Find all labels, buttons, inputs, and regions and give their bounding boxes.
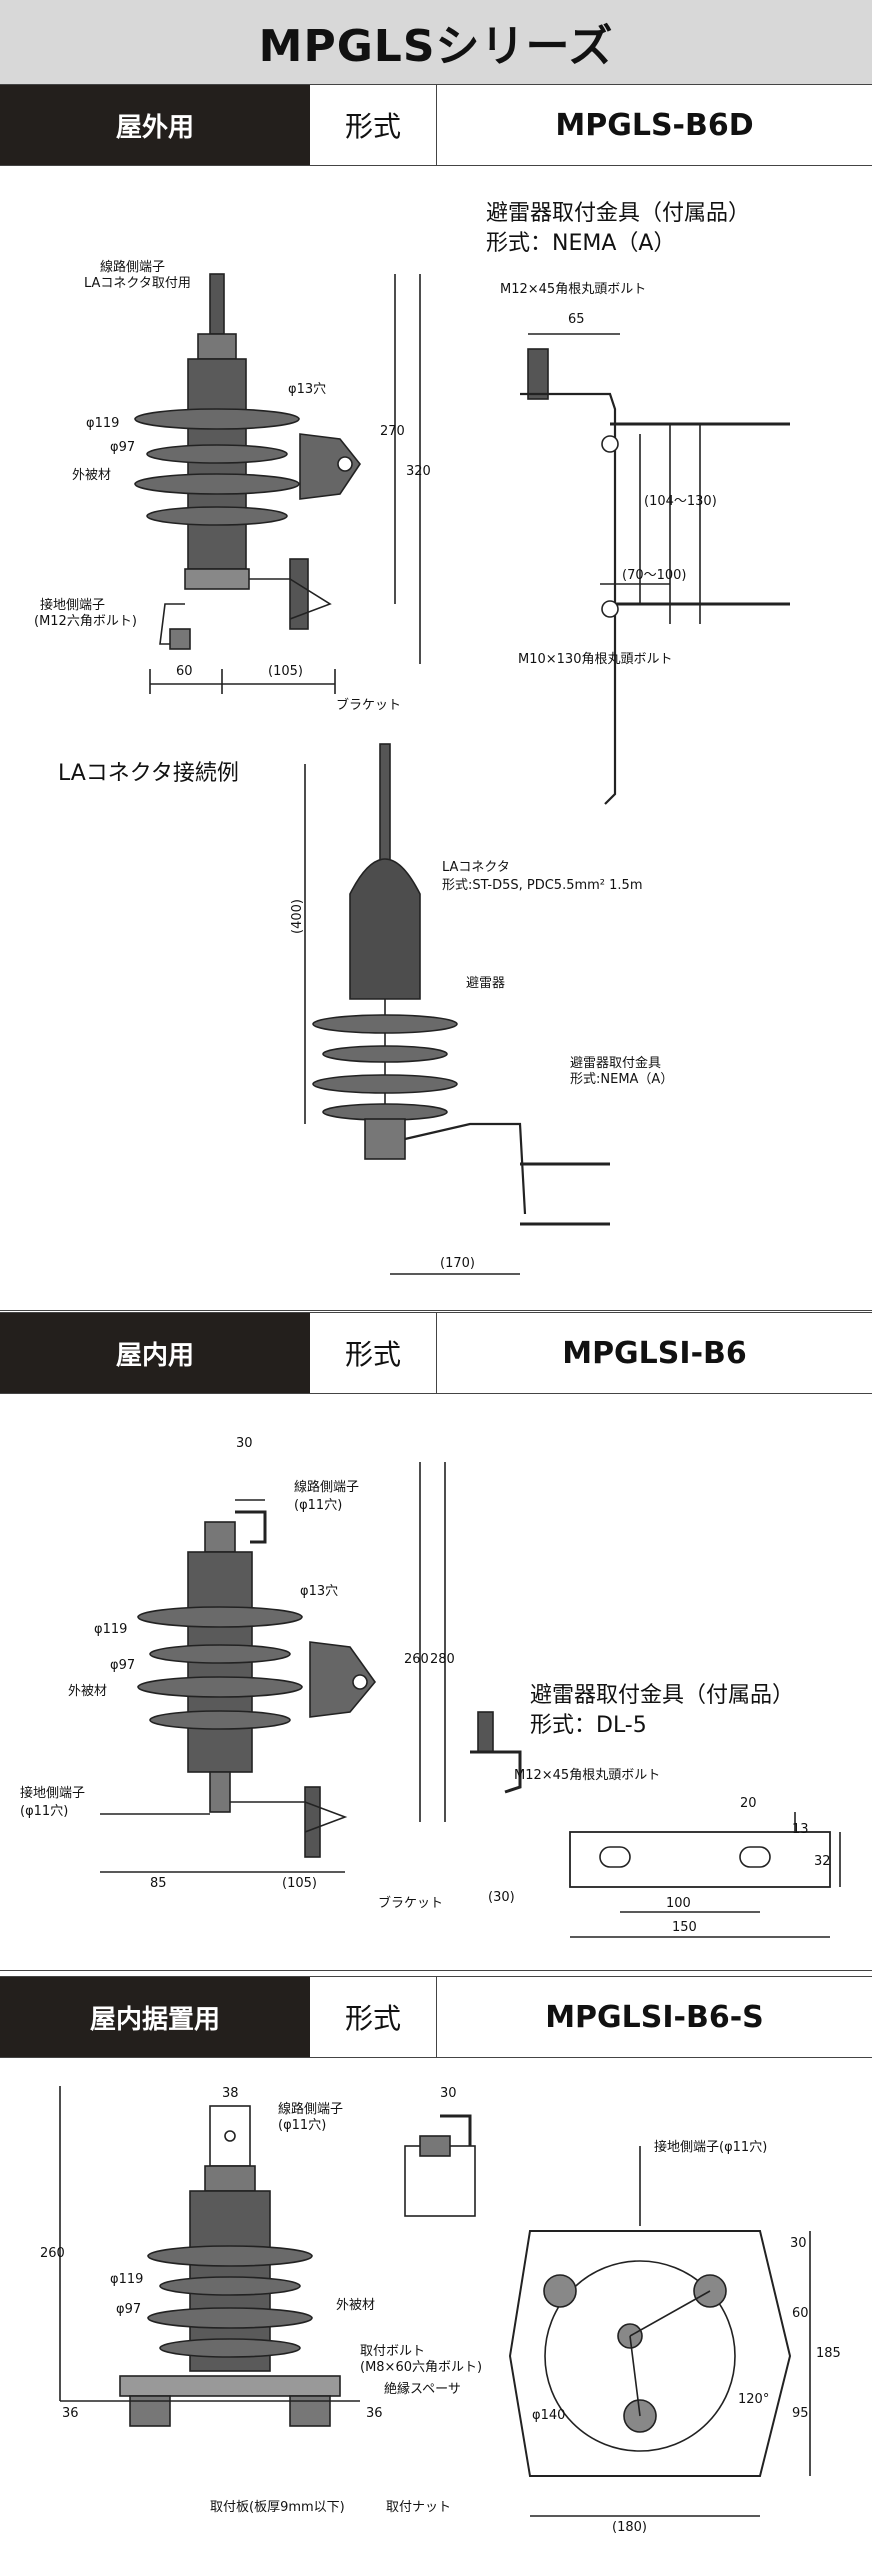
dl5-fitting-title: 避雷器取付金具（付属品） (530, 1683, 795, 1708)
dim-185: 185 (816, 2346, 841, 2361)
dim-60: 60 (176, 664, 193, 679)
dim-20: 20 (740, 1796, 757, 1811)
category-label: 屋外用 (0, 85, 310, 165)
dim-30: 30 (236, 1436, 253, 1451)
la-connector-mount-label: LAコネクタ取付用 (84, 276, 191, 291)
plate-label: 取付板(板厚9mm以下) (210, 2500, 345, 2515)
dim-65: 65 (568, 312, 585, 327)
title-bar: MPGLSシリーズ (0, 0, 872, 85)
dim-270: 270 (380, 424, 405, 439)
page-title: MPGLSシリーズ (258, 21, 614, 72)
indoor-panel: 30 線路側端子 (φ11穴) φ13穴 φ119 φ97 外被材 接地側端子 … (0, 1392, 872, 1971)
outdoor-panel: 線路側端子 LAコネクタ取付用 φ13穴 φ119 φ97 外被材 接地側端子 … (0, 164, 872, 1311)
dim-95: 95 (792, 2406, 809, 2421)
dim-32: 32 (814, 1854, 831, 1869)
dim-320: 320 (406, 464, 431, 479)
nema-fitting-form: 形式：NEMA（A） (486, 231, 676, 256)
indoor-drawing (100, 1462, 841, 1938)
d97-label: φ97 (110, 440, 136, 455)
la-connector-label: LAコネクタ (442, 860, 510, 875)
fitting2-label: 避雷器取付金具 (570, 1056, 662, 1071)
line-terminal-label: 線路側端子 (100, 260, 166, 275)
sheath-label: 外被材 (336, 2298, 376, 2313)
category-label: 屋内据置用 (0, 1977, 310, 2057)
dim-85: 85 (150, 1876, 167, 1891)
dim-180: (180) (612, 2520, 647, 2535)
d119-label: φ119 (110, 2272, 144, 2287)
d97-label: φ97 (116, 2302, 142, 2317)
spacer-label: 絶縁スペーサ (384, 2382, 461, 2397)
fitting2-form-label: 形式:NEMA（A） (570, 1072, 674, 1087)
ground-terminal-label: 接地側端子(φ11穴) (654, 2140, 768, 2155)
dim-60: 60 (792, 2306, 809, 2321)
dim-30b: (30) (488, 1890, 515, 1905)
dim-100: 100 (666, 1896, 691, 1911)
la-example-title: LAコネクタ接続例 (58, 761, 239, 786)
line-hole-label: (φ11穴) (294, 1498, 343, 1513)
sheath-label: 外被材 (68, 1684, 108, 1699)
d119-label: φ119 (86, 416, 120, 431)
dim-280: 280 (430, 1652, 455, 1667)
dim-36a: 36 (62, 2406, 79, 2421)
line-terminal-shape (209, 273, 225, 335)
bolt-m10-label: M10×130角根丸頭ボルト (518, 652, 673, 667)
dim-105: (105) (282, 1876, 317, 1891)
ground-bolt-label: (M12六角ボルト) (34, 614, 137, 629)
form-label: 形式 (310, 85, 437, 165)
model-name: MPGLSI-B6-S (437, 1977, 872, 2057)
hole13-label: φ13穴 (288, 382, 327, 397)
nema-fitting-title: 避雷器取付金具（付属品） (486, 201, 751, 226)
bolt-m12-label: M12×45角根丸頭ボルト (514, 1768, 661, 1783)
dim-260: 260 (404, 1652, 429, 1667)
dim-400: (400) (290, 899, 305, 934)
model-name: MPGLS-B6D (437, 85, 872, 165)
dim-36b: 36 (366, 2406, 383, 2421)
angle-label: 120° (738, 2392, 770, 2407)
nut-label: 取付ナット (386, 2500, 452, 2515)
ground-terminal-label: 接地側端子 (40, 598, 106, 613)
section-header-stand: 屋内据置用 形式 MPGLSI-B6-S (0, 1976, 872, 2058)
bracket-label: ブラケット (378, 1896, 444, 1911)
dim-105: (105) (268, 664, 303, 679)
dim-260: 260 (40, 2246, 65, 2261)
arrester-body (187, 358, 247, 570)
form-label: 形式 (310, 1977, 437, 2057)
ground-hole-label: (φ11穴) (20, 1804, 69, 1819)
stand-drawing (59, 2086, 811, 2517)
bolt-m12-label: M12×45角根丸頭ボルト (500, 282, 647, 297)
mount-bolt-label: 取付ボルト (360, 2344, 426, 2359)
d97-label: φ97 (110, 1658, 136, 1673)
outdoor-drawing (134, 273, 790, 1275)
dim-170: (170) (440, 1256, 475, 1271)
section-header-indoor: 屋内用 形式 MPGLSI-B6 (0, 1312, 872, 1394)
category-label: 屋内用 (0, 1313, 310, 1393)
line-terminal-label: 線路側端子 (278, 2102, 344, 2117)
dim-104-130: (104〜130) (644, 494, 717, 509)
stand-panel: 38 線路側端子 (φ11穴) 30 φ119 φ97 外被材 取付ボルト (M… (0, 2056, 872, 2560)
dim-38: 38 (222, 2086, 239, 2101)
bracket-label: ブラケット (336, 698, 402, 713)
mount-bolt-spec: (M8×60六角ボルト) (360, 2360, 483, 2375)
dl5-fitting-form: 形式：DL-5 (530, 1713, 647, 1738)
dim-150: 150 (672, 1920, 697, 1935)
line-terminal-label: 線路側端子 (294, 1480, 360, 1495)
line-hole-label: (φ11穴) (278, 2118, 327, 2133)
d140-label: φ140 (532, 2408, 566, 2423)
form-label: 形式 (310, 1313, 437, 1393)
model-name: MPGLSI-B6 (437, 1313, 872, 1393)
d119-label: φ119 (94, 1622, 128, 1637)
dim-30: 30 (440, 2086, 457, 2101)
dim-70-100: (70〜100) (622, 568, 687, 583)
dim-30r: 30 (790, 2236, 807, 2251)
la-form-label: 形式:ST-D5S, PDC5.5mm² 1.5m (442, 878, 643, 893)
sheath-label: 外被材 (72, 468, 112, 483)
section-header-outdoor: 屋外用 形式 MPGLS-B6D (0, 84, 872, 166)
dim-13: 13 (792, 1822, 809, 1837)
ground-terminal-label: 接地側端子 (20, 1786, 86, 1801)
arrester-label: 避雷器 (466, 976, 506, 991)
hole13-label: φ13穴 (300, 1584, 339, 1599)
